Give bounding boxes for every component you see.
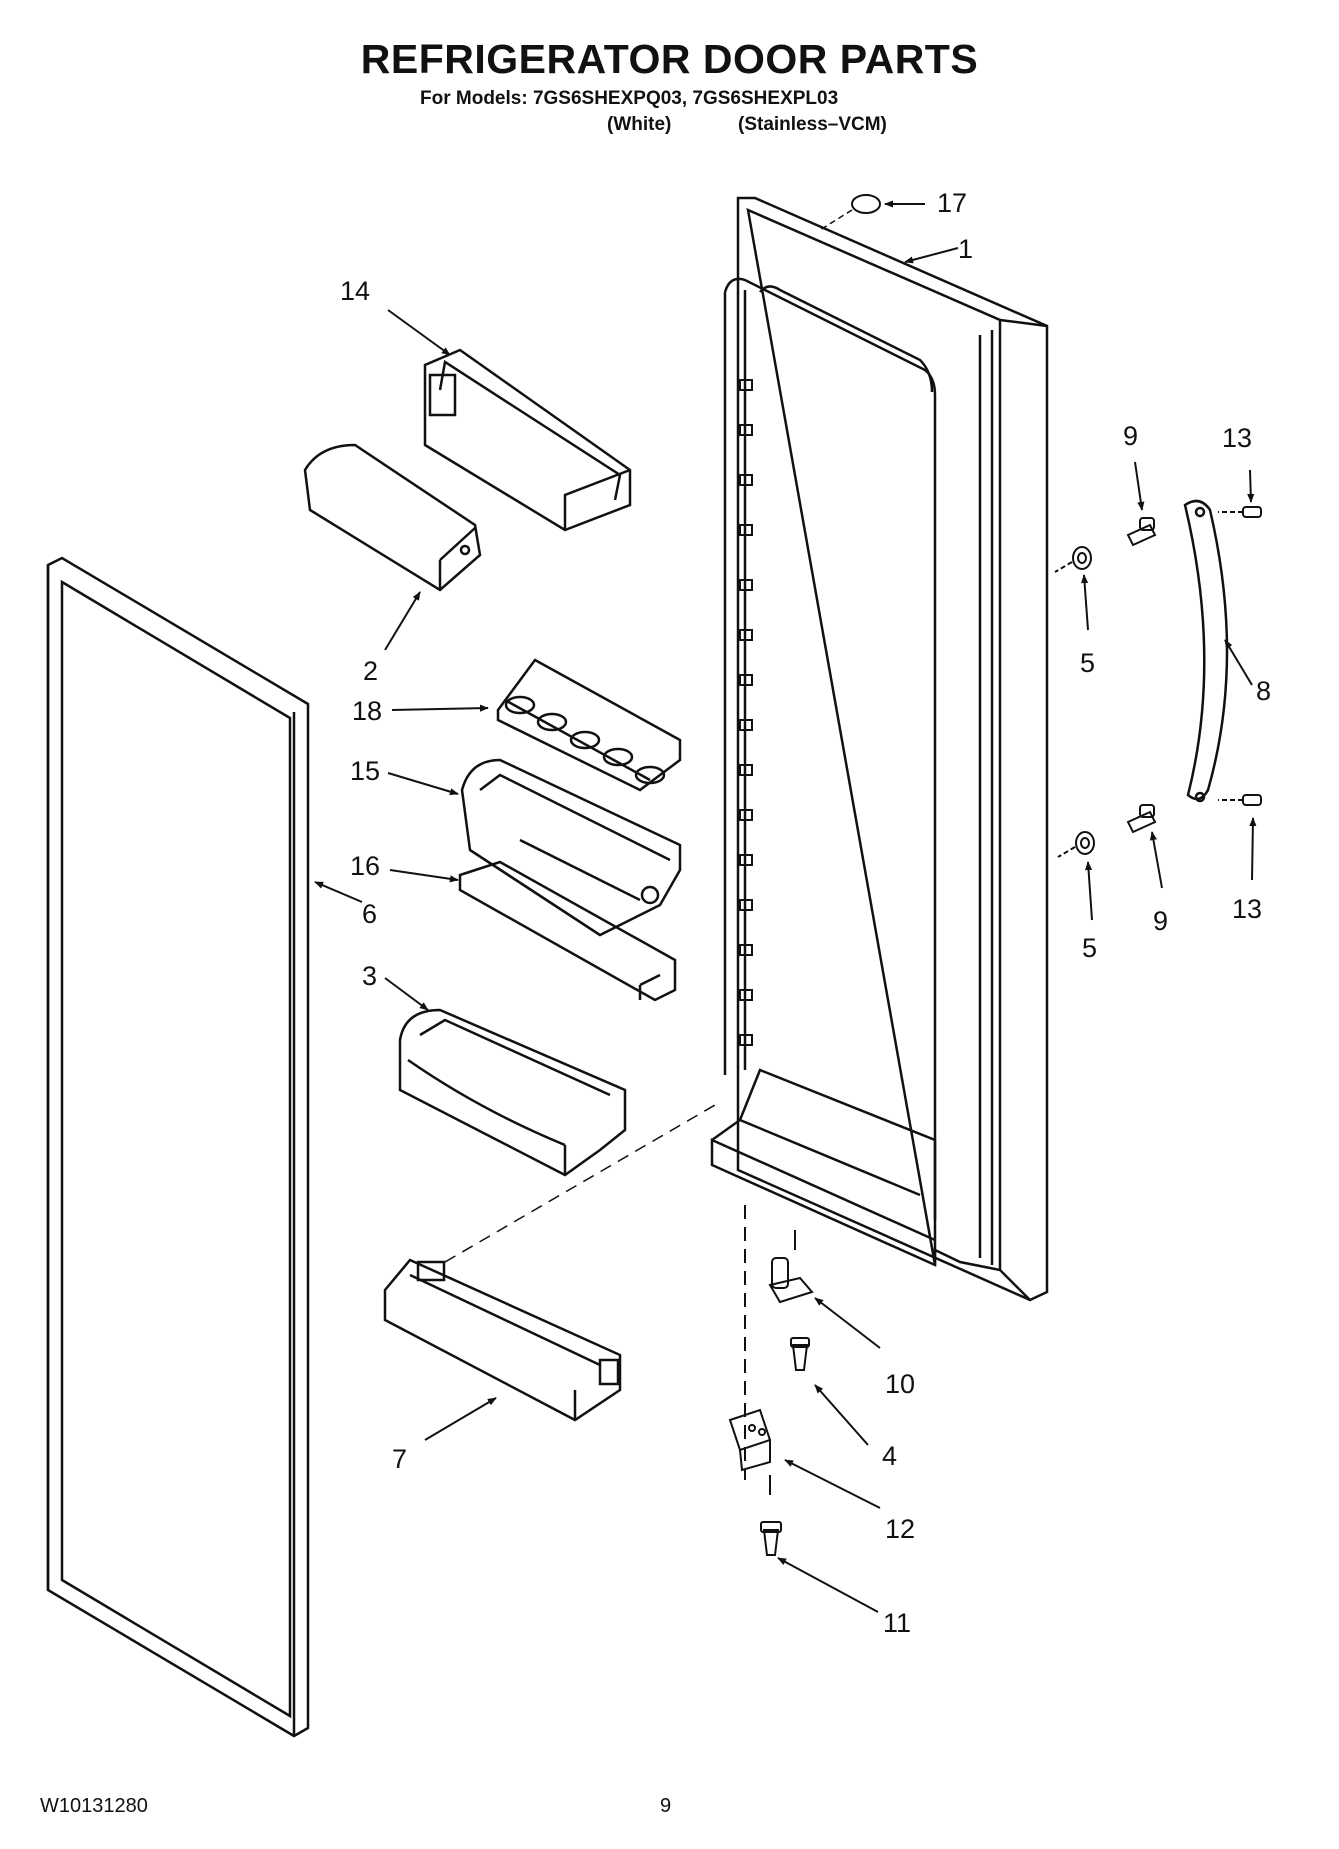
callout-7: 7 (392, 1444, 407, 1474)
variant-white: (White) (607, 114, 672, 135)
plug-button (851, 194, 881, 214)
callout-2: 2 (363, 656, 378, 686)
shelf-guard (458, 860, 677, 1002)
dairy-door (303, 443, 482, 592)
handle-mounting-hardware (1054, 517, 1157, 858)
hinge-hardware (728, 1205, 814, 1556)
callout-8: 8 (1256, 676, 1271, 706)
document-number: W10131280 (40, 1795, 148, 1817)
door-bin-bottom (383, 1258, 622, 1422)
callout-18: 18 (352, 696, 382, 726)
door-handle (1183, 499, 1229, 803)
callout-9-top: 9 (1123, 421, 1138, 451)
callout-16: 16 (350, 851, 380, 881)
callout-5-top: 5 (1080, 648, 1095, 678)
models-line: For Models: 7GS6SHEXPQ03, 7GS6SHEXPL03 (420, 88, 839, 109)
door-shelf-clips (739, 379, 753, 1046)
callout-13-bottom: 13 (1232, 894, 1262, 924)
callout-15: 15 (350, 756, 380, 786)
can-rack (496, 658, 682, 792)
door-gasket (46, 556, 310, 1738)
door-assembly (710, 196, 1049, 1302)
callout-13-top: 13 (1222, 423, 1252, 453)
callout-1: 1 (958, 234, 973, 264)
callout-10: 10 (885, 1369, 915, 1399)
callout-12: 12 (885, 1514, 915, 1544)
callout-5-bottom: 5 (1082, 933, 1097, 963)
callout-14: 14 (340, 276, 370, 306)
callout-9-bottom: 9 (1153, 906, 1168, 936)
callout-leaders (314, 200, 1257, 1613)
callout-6: 6 (362, 899, 377, 929)
callout-4: 4 (882, 1441, 897, 1471)
page-number: 9 (660, 1795, 672, 1817)
door-bin-deep (398, 1008, 627, 1177)
set-screws (1218, 506, 1262, 806)
callout-17: 17 (937, 188, 967, 218)
variant-stainless: (Stainless–VCM) (738, 114, 887, 135)
page-title: REFRIGERATOR DOOR PARTS (360, 36, 979, 82)
callout-3: 3 (362, 961, 377, 991)
dairy-compartment (423, 348, 632, 532)
callout-11: 11 (883, 1608, 911, 1638)
